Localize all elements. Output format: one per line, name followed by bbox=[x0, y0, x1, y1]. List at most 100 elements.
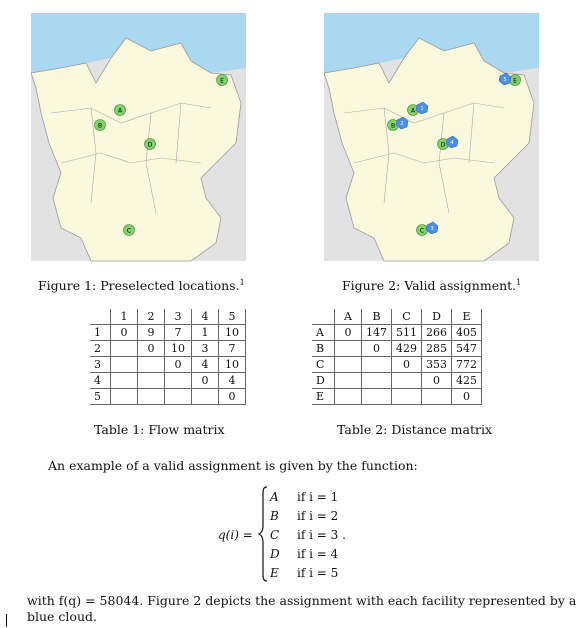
table1-header-0 bbox=[90, 309, 111, 325]
table-cell bbox=[361, 372, 392, 389]
case-value-0: A bbox=[270, 490, 279, 504]
svg-text:A: A bbox=[411, 108, 416, 115]
svg-text:2: 2 bbox=[400, 121, 404, 127]
svg-text:D: D bbox=[148, 142, 153, 149]
table-cell: 266 bbox=[421, 324, 452, 341]
marker-a bbox=[114, 104, 126, 116]
table2-header-2: B bbox=[361, 309, 392, 325]
table-cell: 147 bbox=[361, 324, 392, 341]
table-cell: 7 bbox=[218, 340, 246, 357]
svg-text:E: E bbox=[513, 78, 517, 85]
table-cell: 0 bbox=[451, 388, 482, 405]
table-cell bbox=[110, 356, 138, 373]
figure-1-caption: Figure 1: Preselected locations.1 bbox=[38, 278, 245, 294]
row-label: 3 bbox=[90, 356, 111, 373]
row-label: C bbox=[312, 356, 335, 373]
table-cell: 9 bbox=[137, 324, 165, 341]
svg-text:C: C bbox=[420, 228, 424, 235]
table-cell bbox=[164, 388, 192, 405]
case-condition-2: if i = 3 . bbox=[297, 528, 346, 542]
case-value-3: D bbox=[270, 547, 280, 561]
case-value-2: C bbox=[270, 528, 280, 542]
table-cell: 547 bbox=[451, 340, 482, 357]
svg-text:B: B bbox=[98, 123, 102, 130]
table-cell: 772 bbox=[451, 356, 482, 373]
outro-line-1: with f(q) = 58044. Figure 2 depicts the … bbox=[27, 593, 576, 608]
table-2-caption: Table 2: Distance matrix bbox=[337, 422, 493, 437]
svg-text:E: E bbox=[220, 78, 224, 85]
table-cell: 10 bbox=[164, 340, 192, 357]
case-value-1: B bbox=[270, 509, 279, 523]
case-condition-1: if i = 2 bbox=[297, 509, 339, 523]
table-cell bbox=[361, 388, 392, 405]
marker-c bbox=[123, 224, 135, 236]
table-cell: 1 bbox=[191, 324, 219, 341]
table-cell: 10 bbox=[218, 356, 246, 373]
table-cell bbox=[137, 388, 165, 405]
figure-2-caption: Figure 2: Valid assignment.1 bbox=[342, 278, 522, 294]
svg-text:1: 1 bbox=[420, 106, 424, 112]
table-cell bbox=[110, 340, 138, 357]
table-cell: 0 bbox=[421, 372, 452, 389]
table-cell bbox=[421, 388, 452, 405]
marker-d bbox=[144, 138, 156, 150]
table2-header-0 bbox=[312, 309, 335, 325]
table-cell: 0 bbox=[137, 340, 165, 357]
svg-text:3: 3 bbox=[430, 226, 434, 232]
table-cell bbox=[334, 372, 362, 389]
svg-text:4: 4 bbox=[450, 140, 454, 146]
table-cell: 429 bbox=[391, 340, 422, 357]
facility-cloud-2: 2 bbox=[395, 116, 409, 130]
table2-header-4: D bbox=[421, 309, 452, 325]
table2-header-1: A bbox=[334, 309, 362, 325]
germany-map-2: A B D E C 1 2 3 4 5 bbox=[323, 13, 539, 262]
table-cell bbox=[110, 372, 138, 389]
marker-e bbox=[216, 74, 228, 86]
table-cell bbox=[361, 356, 392, 373]
facility-cloud-3: 3 bbox=[425, 221, 439, 235]
germany-map-1: A B D E C bbox=[30, 13, 246, 262]
text-cursor bbox=[6, 614, 7, 627]
intro-paragraph: An example of a valid assignment is give… bbox=[48, 458, 418, 473]
facility-cloud-4: 4 bbox=[445, 135, 459, 149]
table-cell: 0 bbox=[391, 356, 422, 373]
table1-header-4: 4 bbox=[191, 309, 219, 325]
map-figure-1: A B D E C bbox=[30, 13, 246, 262]
function-lhs: q(i) = bbox=[218, 528, 253, 542]
svg-text:D: D bbox=[441, 142, 446, 149]
table-cell: 4 bbox=[218, 372, 246, 389]
table-cell: 7 bbox=[164, 324, 192, 341]
table-cell: 4 bbox=[191, 356, 219, 373]
table-cell: 0 bbox=[191, 372, 219, 389]
case-value-4: E bbox=[270, 566, 279, 580]
table-cell: 0 bbox=[218, 388, 246, 405]
table-cell: 353 bbox=[421, 356, 452, 373]
table-cell: 0 bbox=[361, 340, 392, 357]
table-cell: 0 bbox=[334, 324, 362, 341]
svg-text:A: A bbox=[118, 108, 123, 115]
table-cell: 511 bbox=[391, 324, 422, 341]
row-label: 4 bbox=[90, 372, 111, 389]
svg-text:B: B bbox=[391, 123, 395, 130]
outro-line-2: blue cloud. bbox=[27, 609, 97, 624]
table-cell bbox=[391, 372, 422, 389]
table-cell: 405 bbox=[451, 324, 482, 341]
left-brace bbox=[257, 486, 268, 582]
marker-b bbox=[94, 119, 106, 131]
svg-text:5: 5 bbox=[503, 77, 507, 83]
row-label: E bbox=[312, 388, 335, 405]
table-cell: 3 bbox=[191, 340, 219, 357]
row-label: D bbox=[312, 372, 335, 389]
table-cell bbox=[110, 388, 138, 405]
